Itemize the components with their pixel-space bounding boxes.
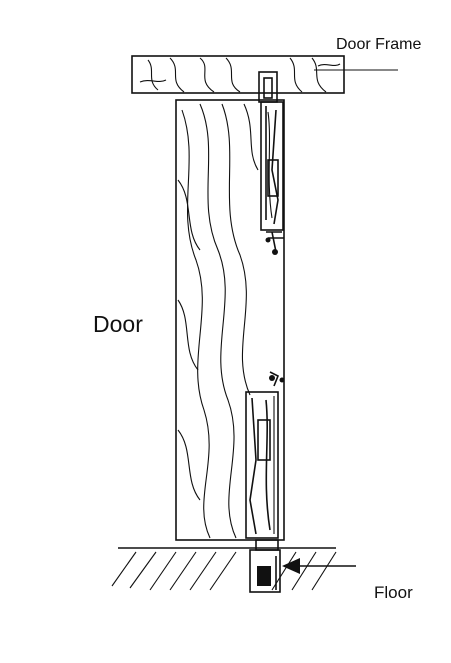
floor-arrow bbox=[282, 558, 356, 574]
lower-hinge bbox=[245, 371, 285, 539]
door-frame-label: Door Frame bbox=[336, 36, 421, 53]
floor-pivot-socket bbox=[249, 539, 281, 593]
door-frame-beam bbox=[131, 55, 345, 94]
floor bbox=[111, 547, 337, 591]
floor-label: Floor bbox=[374, 583, 413, 602]
door-panel bbox=[175, 99, 285, 541]
upper-hinge bbox=[258, 71, 284, 255]
door-label: Door bbox=[93, 311, 143, 337]
